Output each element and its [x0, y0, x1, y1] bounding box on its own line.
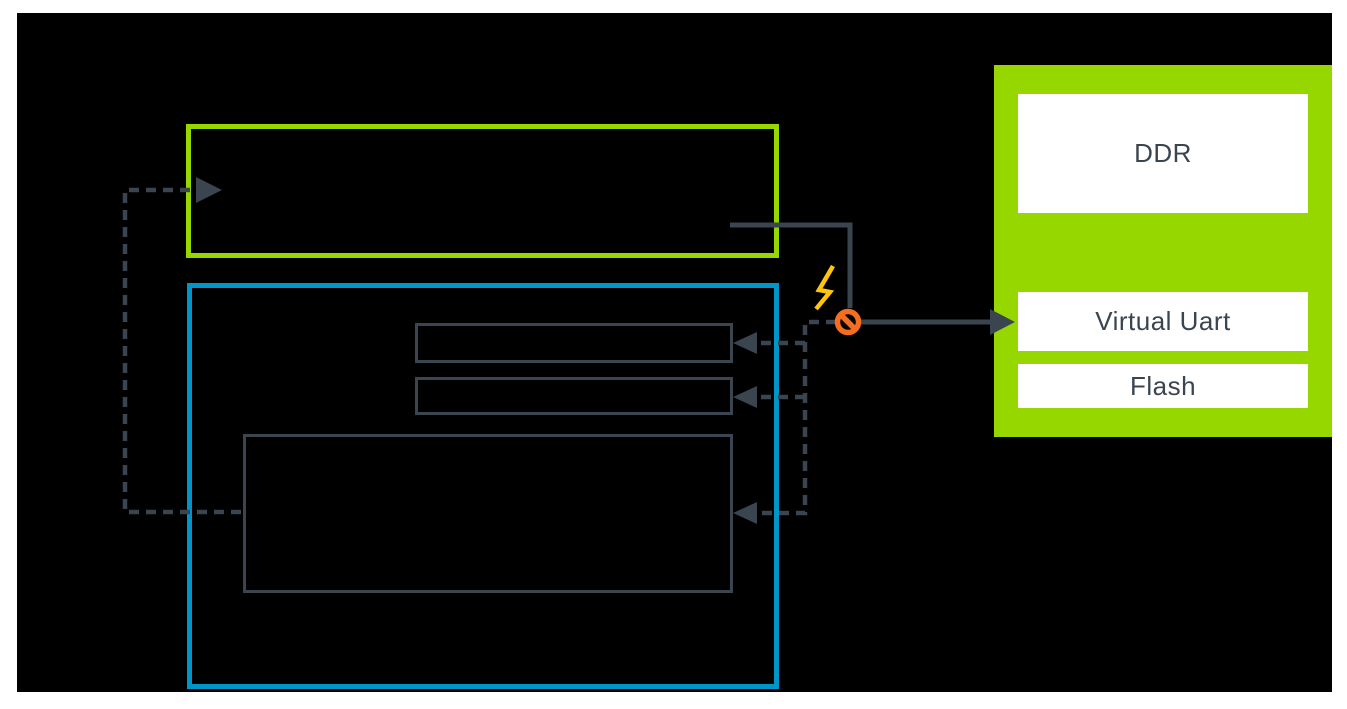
green-outline-box — [186, 124, 779, 258]
inner-box-1 — [415, 323, 733, 363]
inner-box-2 — [415, 377, 733, 415]
memory-item-virtual-uart: Virtual Uart — [1018, 292, 1308, 351]
memory-item-ddr: DDR — [1018, 94, 1308, 213]
memory-item-flash: Flash — [1018, 364, 1308, 408]
inner-box-3 — [243, 434, 733, 593]
